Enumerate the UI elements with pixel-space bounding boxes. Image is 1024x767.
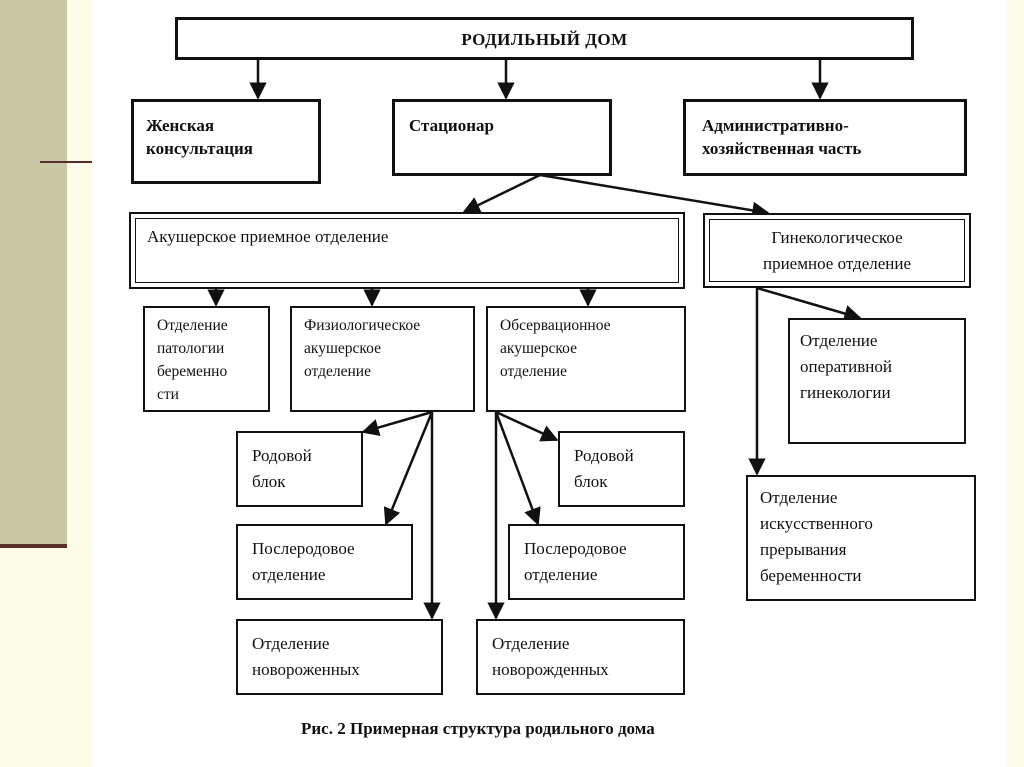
node-fiziologicheskoe: Физиологическое акушерское отделение	[290, 306, 475, 412]
node-stacionar-label: Стационар	[409, 116, 494, 135]
edge-ginek-operativ	[756, 286, 862, 322]
node-fiziolog-label: Физиологическое акушерское отделение	[304, 317, 421, 380]
slide-side-stripe	[0, 0, 67, 548]
node-novorozhdennyh-2: Отделение новорожденных	[476, 619, 685, 695]
edge-observ-rodovoy	[495, 410, 559, 442]
node-poslerod-2-label: Послеродовое отделение	[524, 539, 627, 584]
node-poslerodovoe-1: Послеродовое отделение	[236, 524, 413, 600]
node-rodilny-dom: РОДИЛЬНЫЙ ДОМ	[175, 17, 914, 60]
node-poslerodovoe-2: Послеродовое отделение	[508, 524, 685, 600]
slide-rule-bottom	[0, 544, 67, 548]
edge-fiziolog-poslerod	[383, 411, 434, 526]
node-rodovoy-blok-2: Родовой блок	[558, 431, 685, 507]
node-ginek-priem-label: Гинекологическое приемное отделение	[762, 228, 912, 273]
node-novorozhdennyh-1: Отделение новороженных	[236, 619, 443, 695]
node-operativnoy-ginekologii: Отделение оперативной гинекологии	[788, 318, 966, 444]
slide-rule-top	[40, 161, 92, 163]
node-preryvaniya-beremennosti: Отделение искусственного прерывания бере…	[746, 475, 976, 601]
edge-observ-poslerod	[494, 411, 541, 526]
node-ginekologicheskoe-priemnoe: Гинекологическое приемное отделение	[703, 213, 971, 288]
node-operativ-label: Отделение оперативной гинекологии	[800, 331, 892, 402]
node-poslerod-1-label: Послеродовое отделение	[252, 539, 355, 584]
node-zhenskaya-konsultaciya: Женская консультация	[131, 99, 321, 184]
edge-fiziolog-rodovoy	[361, 410, 433, 437]
node-patologii: Отделение патологии беременно сти	[143, 306, 270, 412]
node-admin-label: Административно- хозяйственная часть	[702, 116, 862, 158]
node-novorozh-1-label: Отделение новороженных	[252, 634, 360, 679]
node-akusherskoe-priemnoe: Акушерское приемное отделение	[129, 212, 685, 289]
node-preryv-label: Отделение искусственного прерывания бере…	[760, 488, 873, 585]
node-rodilny-dom-label: РОДИЛЬНЫЙ ДОМ	[461, 30, 628, 49]
node-stacionar: Стационар	[392, 99, 612, 176]
node-rodovoy-1-label: Родовой блок	[252, 446, 312, 491]
edge-stacionar-ginek	[539, 173, 770, 220]
node-zhenskaya-label: Женская консультация	[146, 116, 253, 158]
node-rodovoy-2-label: Родовой блок	[574, 446, 634, 491]
node-observ-label: Обсервационное акушерское отделение	[500, 317, 611, 380]
node-observacionnoe: Обсервационное акушерское отделение	[486, 306, 686, 412]
node-novorozh-2-label: Отделение новорожденных	[492, 634, 609, 679]
node-admin-chast: Административно- хозяйственная часть	[683, 99, 967, 176]
node-patologii-label: Отделение патологии беременно сти	[157, 317, 228, 403]
node-akush-priem-label: Акушерское приемное отделение	[147, 227, 389, 246]
edge-stacionar-akush	[462, 173, 541, 214]
node-rodovoy-blok-1: Родовой блок	[236, 431, 363, 507]
figure-caption: Рис. 2 Примерная структура родильного до…	[301, 719, 655, 738]
